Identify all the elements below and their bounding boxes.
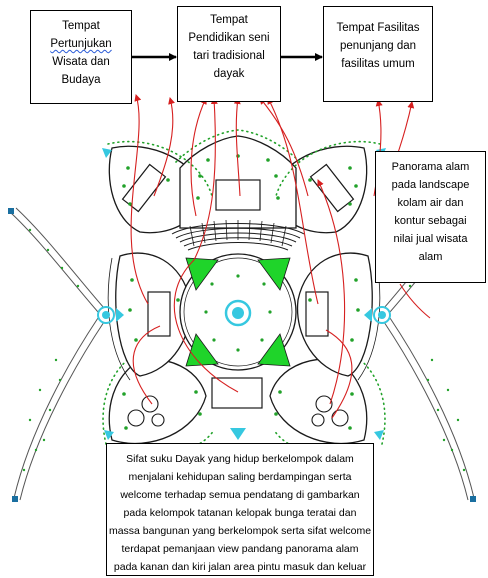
annotation-arrows	[130, 94, 431, 419]
description-line-6: terdapat pemanjaan view pandang panorama…	[121, 543, 359, 555]
venue-line-1: Tempat	[62, 20, 100, 32]
description-line-7: pada kanan dan kiri jalan area pintu mas…	[113, 561, 367, 573]
panorama-line-1: Panorama alam	[391, 161, 470, 173]
water-nodes	[97, 148, 391, 440]
central-fountain-outer	[224, 299, 252, 327]
panorama-line-4: kontur sebagai	[394, 215, 467, 227]
facilities-line-2: penunjang dan	[339, 40, 417, 52]
venue-line-3: Wisata dan	[52, 56, 110, 68]
lobe-right	[296, 252, 373, 377]
site-tree-dots	[122, 154, 360, 430]
venue-box: Tempat Pertunjukan Wisata dan Budaya	[30, 10, 132, 104]
facilities-box: Tempat Fasilitas penunjang dan fasilitas…	[323, 6, 433, 102]
right-gate-marker-bottom	[470, 496, 476, 502]
education-line-2: Pendidikan seni	[188, 32, 270, 44]
description-line-5: massa bangunan yang berkelompok serta si…	[108, 525, 372, 537]
description-box: Sifat suku Dayak yang hidup berkelompok …	[106, 443, 374, 576]
left-walkway	[9, 207, 105, 501]
pavilions	[127, 395, 349, 427]
panorama-line-2: pada landscape	[391, 179, 470, 191]
panorama-line-5: nilai jual wisata	[393, 233, 468, 245]
description-line-1: Sifat suku Dayak yang hidup berkelompok …	[126, 453, 354, 465]
education-box: Tempat Pendidikan seni tari tradisional …	[177, 6, 281, 102]
panorama-line-6: alam	[418, 251, 443, 263]
building-masses	[121, 163, 355, 409]
left-gate-marker-bottom	[12, 496, 18, 502]
green-plazas	[185, 257, 291, 367]
central-fountain-inner	[232, 307, 244, 319]
venue-line-4: Budaya	[61, 74, 101, 86]
facilities-line-1: Tempat Fasilitas	[336, 22, 420, 34]
education-line-4: dayak	[213, 68, 245, 80]
panorama-line-3: kolam air dan	[397, 197, 464, 209]
walkway-tree-dots	[22, 228, 466, 472]
description-line-2: menjalani kehidupan saling berdampingan …	[128, 471, 352, 483]
left-gate-marker-top	[8, 208, 14, 214]
facilities-line-3: fasilitas umum	[341, 58, 415, 70]
education-line-3: tari tradisional	[193, 50, 265, 62]
venue-line-2: Pertunjukan	[50, 38, 112, 50]
description-line-3: welcome terhadap semua pendatang di gamb…	[120, 489, 360, 501]
description-line-4: pada kelompok tatanan kelopak bunga tera…	[123, 507, 357, 519]
panorama-box: Panorama alam pada landscape kolam air d…	[375, 151, 486, 283]
education-line-1: Tempat	[210, 14, 248, 26]
